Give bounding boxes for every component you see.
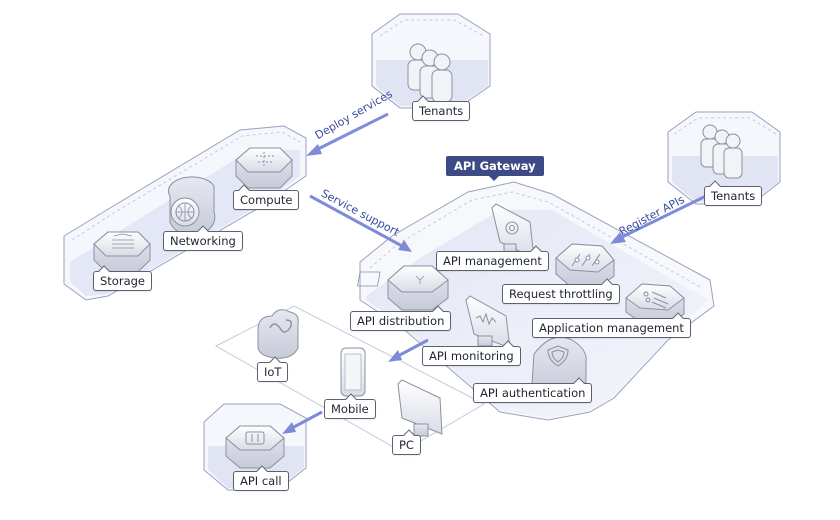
request-throttling-label: Request throttling bbox=[502, 284, 620, 304]
compute-icon bbox=[235, 147, 293, 189]
api-gateway-title: API Gateway bbox=[446, 156, 544, 181]
api-management-label: API management bbox=[436, 251, 549, 271]
iot-cloud-icon bbox=[257, 309, 299, 359]
clients-arrow bbox=[388, 338, 429, 362]
api-call-icon bbox=[225, 425, 285, 469]
users-icon bbox=[700, 124, 743, 179]
api-authentication-label: API authentication bbox=[473, 383, 593, 403]
register-arrow bbox=[610, 194, 707, 244]
support-arrow bbox=[309, 194, 412, 252]
api-call-label: API call bbox=[233, 471, 289, 491]
pc-label: PC bbox=[392, 435, 421, 455]
distribution-icon bbox=[357, 265, 449, 311]
networking-label: Networking bbox=[163, 231, 243, 251]
waveform-monitor-icon bbox=[465, 295, 511, 349]
mobile-icon bbox=[340, 347, 366, 397]
api-distribution-label: API distribution bbox=[350, 311, 452, 331]
pc-icon bbox=[397, 379, 443, 437]
mobile-label: Mobile bbox=[324, 399, 376, 419]
storage-icon bbox=[93, 231, 151, 273]
compute-label: Compute bbox=[233, 190, 300, 210]
tenants-right-label: Tenants bbox=[704, 186, 763, 206]
application-management-label: Application management bbox=[532, 318, 691, 338]
api-call-arrow bbox=[282, 410, 323, 434]
sliders-icon bbox=[555, 243, 615, 289]
list-icon bbox=[625, 283, 685, 325]
storage-label: Storage bbox=[93, 271, 152, 291]
tenants-top-label: Tenants bbox=[412, 101, 471, 121]
users-icon bbox=[407, 43, 453, 103]
deploy-arrow bbox=[306, 112, 389, 156]
globe-icon bbox=[167, 176, 216, 236]
api-monitoring-label: API monitoring bbox=[422, 346, 521, 366]
iot-label: IoT bbox=[257, 362, 289, 382]
